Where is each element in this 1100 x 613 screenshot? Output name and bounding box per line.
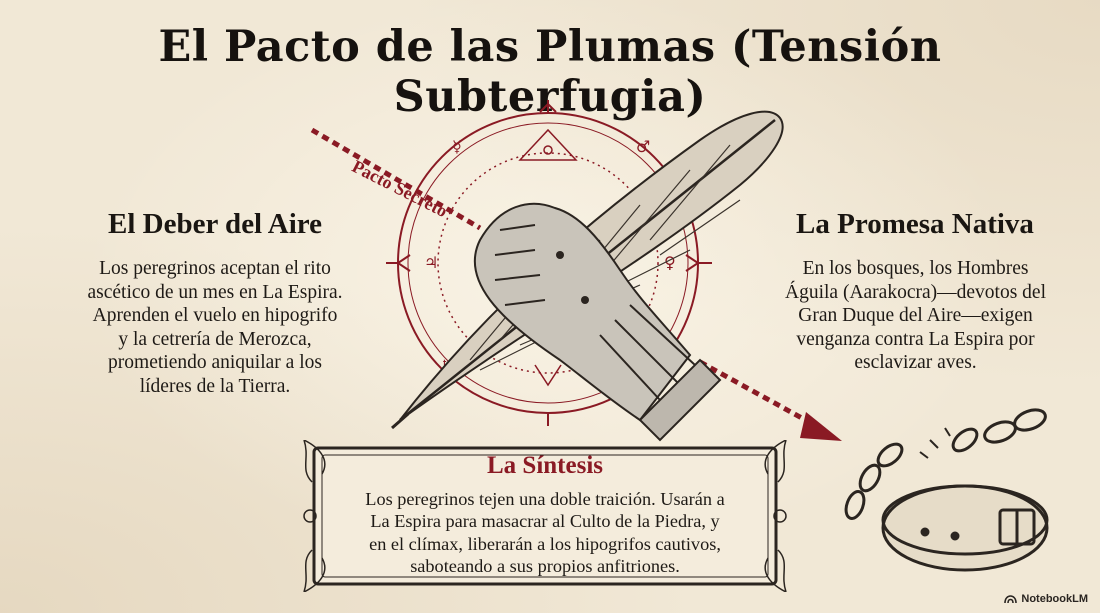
broken-chain-icon [844,408,1047,520]
right-heading: La Promesa Nativa [796,208,1034,240]
left-line: prometiendo aniquilar a los [108,352,322,374]
right-line: esclavizar aves. [854,352,977,374]
notebooklm-logo-icon [1004,594,1018,603]
synthesis-heading: La Síntesis [486,452,603,479]
armored-gauntlet-icon [473,202,722,442]
left-line: líderes de la Tierra. [139,375,291,397]
svg-text:♂: ♂ [636,137,650,156]
right-line: Gran Duque del Aire—exigen [798,305,1033,327]
page-title: El Pacto de las Plumas (Tensión Subterfu… [158,22,942,122]
left-line: Aprenden el vuelo en hipogrifo [92,305,338,327]
left-heading: El Deber del Aire [108,208,322,240]
svg-text:♃: ♃ [424,253,438,272]
right-line: venganza contra La Espira por [796,328,1035,350]
svg-text:♀: ♀ [664,253,676,272]
right-line: En los bosques, los Hombres [802,258,1029,279]
right-body: En los bosques, los Hombres Águila (Aara… [748,257,1083,375]
synthesis-body: Los peregrinos tejen una doble traición.… [345,488,745,578]
left-line: ascético de un mes en La Espira. [87,281,343,303]
left-body: Los peregrinos aceptan el rito ascético … [55,257,375,399]
svg-text:☿: ☿ [452,137,462,156]
ornate-frame [303,440,787,592]
broken-collar-icon [881,484,1049,572]
left-line: y la cetrería de Merozca, [118,328,312,350]
pact-arrow [310,127,842,441]
synthesis-line: Los peregrinos tejen una doble traición.… [365,489,725,509]
synthesis-line: en el clímax, liberarán a los hipogrifos… [369,533,721,554]
right-line: Águila (Aarakocra)—devotos del [785,281,1046,303]
synthesis-line: La Espira para masacrar al Culto de la P… [370,511,720,532]
branding: NotebookLM [1004,593,1088,605]
left-line: Los peregrinos aceptan el rito [99,258,331,279]
synthesis-line: saboteando a sus propios anfitriones. [410,556,680,577]
synthesis-box: La Síntesis Los peregrinos tejen una dob… [300,440,790,592]
branding-label: NotebookLM [1021,593,1088,605]
